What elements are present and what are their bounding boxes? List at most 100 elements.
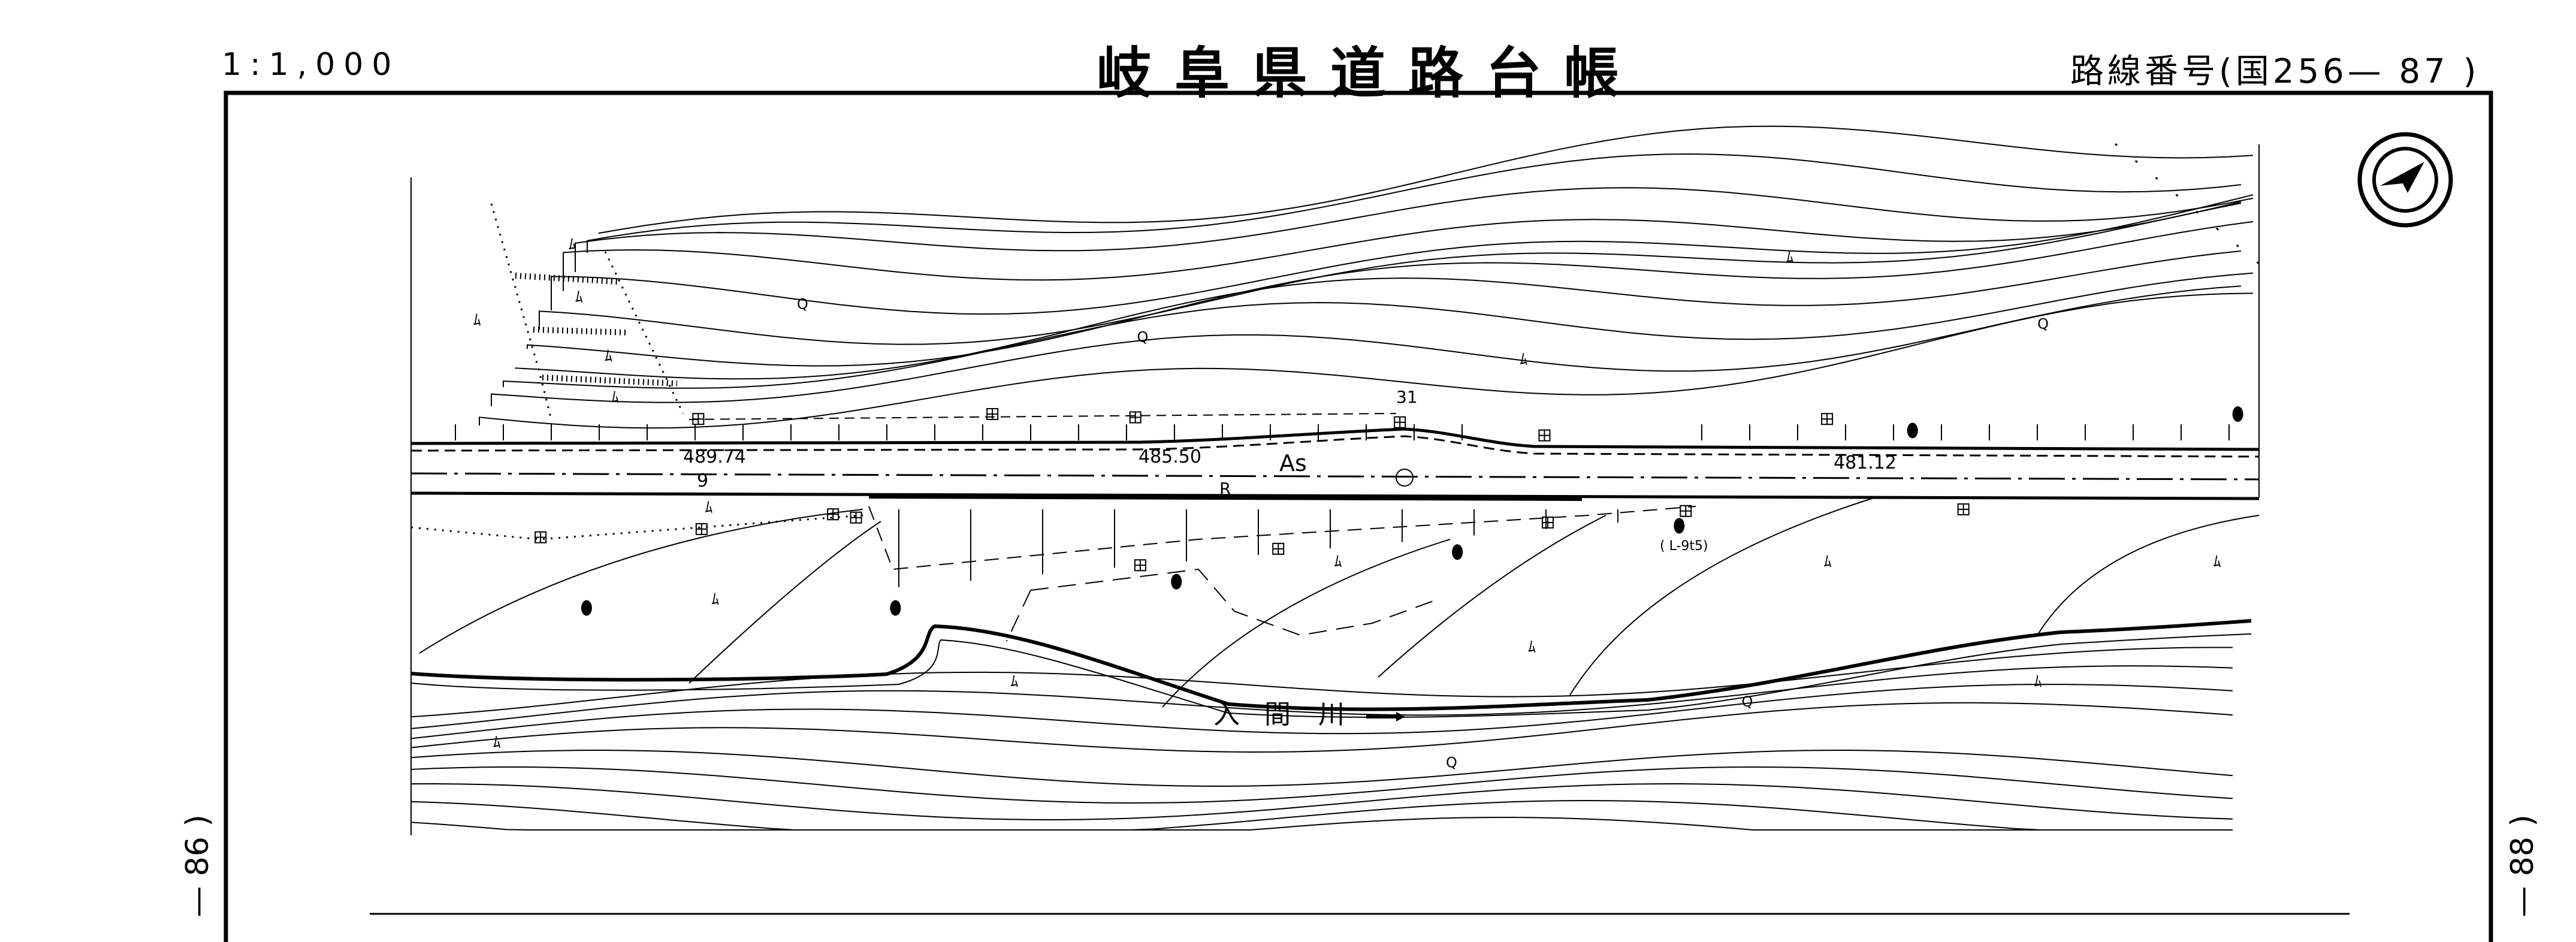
elevation-label: 489.74 — [683, 446, 746, 467]
map-scale: 1:1,000 — [222, 47, 400, 83]
utility-box-cross — [1822, 413, 1833, 425]
utility-box-cross — [1680, 505, 1692, 517]
vegetation-symbol: ﾑ — [1786, 249, 1794, 267]
contour-line — [688, 521, 881, 684]
embankment-hatching — [515, 273, 678, 387]
contour-line — [515, 250, 2242, 380]
q-symbol: Q — [797, 295, 808, 312]
pole-id-label: ( L-9t5) — [1660, 539, 1708, 554]
utility-box-cross — [987, 408, 998, 419]
contour-line — [410, 665, 2233, 730]
contour-line — [527, 221, 2254, 367]
vegetation-symbol: ﾑ — [2034, 673, 2042, 691]
slope-line-bottom — [868, 506, 1696, 570]
vegetation-symbol: ﾑ — [1528, 639, 1536, 657]
utility-box-cross — [828, 509, 839, 520]
marker-9: 9 — [697, 470, 708, 491]
elevation-label: 485.50 — [1138, 446, 1201, 467]
contour-line — [419, 509, 863, 654]
vegetation-symbol: ﾑ — [605, 348, 612, 366]
vegetation-symbol: ﾑ — [705, 499, 712, 517]
river-flow-arrowhead — [1396, 712, 1405, 721]
vegetation-symbol: ﾑ — [1010, 673, 1018, 691]
utility-box-cross — [1542, 517, 1553, 528]
contour-line — [479, 292, 2254, 429]
q-symbol: Q — [1742, 693, 1753, 710]
road-surface-label: As — [1279, 450, 1307, 476]
contour-line — [1162, 539, 1451, 708]
contour-line — [563, 201, 2242, 291]
tree-marker-icon — [2232, 406, 2243, 422]
utility-box-cross — [1394, 416, 1406, 428]
vegetation-symbol: ﾑ — [473, 312, 481, 330]
utility-box-cross — [1958, 504, 1969, 515]
river-name-char: 川 — [1318, 699, 1345, 730]
tree-marker-icon — [1907, 422, 1918, 439]
contour-line — [410, 799, 2233, 831]
vegetation-symbols: ﾑﾑﾑﾑﾑﾑﾑﾑﾑﾑﾑﾑﾑﾑﾑﾑ — [473, 236, 2221, 752]
q-symbol: Q — [2037, 315, 2049, 332]
contour-line — [491, 285, 2242, 406]
tree-marker-icon — [1171, 573, 1182, 590]
tree-marker-icon — [581, 600, 592, 616]
vegetation-symbol: ﾑ — [493, 734, 501, 752]
q-symbol: Q — [1137, 328, 1148, 345]
contour-line — [503, 272, 2254, 389]
q-symbols: Q Q Q Q Q — [797, 295, 2049, 771]
marker-r: R — [1219, 479, 1231, 499]
vegetation-symbol: ﾑ — [1334, 553, 1342, 571]
utility-box-cross — [535, 532, 546, 543]
tree-marker-icon — [1674, 518, 1685, 534]
contour-line — [599, 125, 2254, 234]
tree-markers — [581, 406, 2243, 616]
contour-lines — [410, 125, 2260, 835]
river-name: 入 間 川 — [1213, 699, 1345, 730]
vegetation-symbol: ﾑ — [711, 591, 719, 609]
road-edge-top — [410, 427, 2260, 451]
dotted-boundary-veg — [490, 203, 684, 420]
contour-line — [410, 749, 2233, 787]
river-name-char: 入 — [1213, 699, 1240, 730]
contour-line — [2037, 515, 2260, 636]
contour-line — [1569, 497, 1876, 696]
vegetation-symbol: ﾑ — [1520, 351, 1527, 369]
contour-line — [410, 702, 2233, 753]
tree-marker-icon — [890, 600, 901, 616]
vegetation-symbol: ﾑ — [611, 389, 619, 407]
contour-line — [410, 783, 2233, 821]
contour-line — [539, 203, 2242, 345]
slope-ticks — [455, 424, 2230, 587]
river — [410, 619, 2252, 711]
river-name-char: 間 — [1264, 699, 1291, 730]
utility-symbols — [534, 407, 1970, 572]
yard-boundary — [1006, 568, 1439, 642]
road — [410, 203, 2260, 642]
utility-box-cross — [1539, 430, 1550, 441]
utility-box-cross — [1130, 412, 1141, 423]
contour-line — [587, 153, 2242, 253]
tree-marker-icon — [1452, 544, 1463, 560]
river-bank — [410, 633, 2252, 718]
contour-line — [575, 187, 2254, 272]
contour-line — [410, 647, 2233, 718]
utility-box-cross — [1273, 543, 1284, 554]
guardrail — [868, 494, 1583, 501]
utility-box-cross — [693, 413, 704, 425]
utility-box-cross — [1134, 560, 1146, 571]
contour-line — [410, 766, 2233, 804]
vegetation-symbol: ﾑ — [575, 289, 583, 307]
contour-line — [551, 194, 2254, 315]
north-arrow-icon — [2357, 132, 2453, 228]
road-edge-dashed — [410, 435, 2260, 458]
route-number: 路線番号(国256— 87 ) — [2070, 52, 2480, 91]
contour-line — [1378, 515, 1606, 678]
contour-line — [410, 684, 2233, 739]
marker-31: 31 — [1396, 387, 1418, 407]
map-frame — [224, 90, 2493, 942]
q-symbol: Q — [1446, 754, 1457, 771]
vegetation-symbol: ﾑ — [2213, 553, 2221, 571]
road-centerline — [410, 472, 2260, 481]
utility-box-cross — [850, 512, 862, 523]
contour-line — [410, 816, 2233, 835]
